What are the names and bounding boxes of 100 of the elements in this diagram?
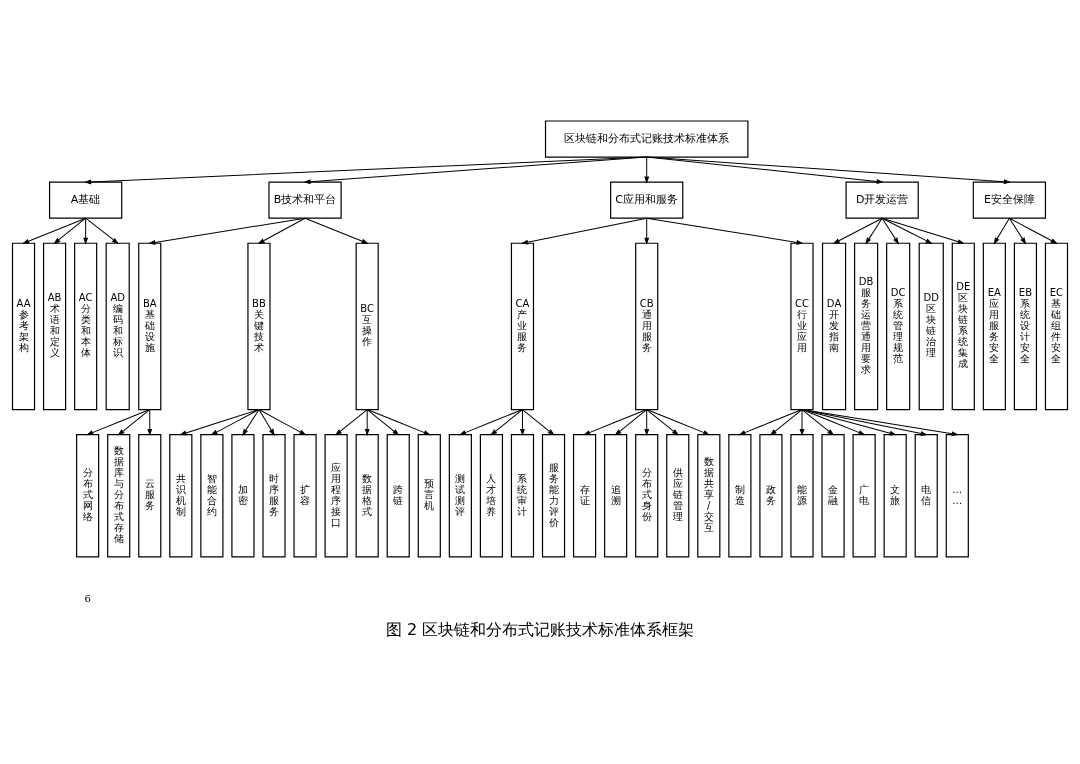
arrow (87, 408, 151, 435)
arrow (801, 408, 958, 436)
node-box: 智能合约 (200, 433, 224, 557)
arrow (833, 217, 883, 244)
node-box: 服务能力评价 (541, 433, 566, 557)
arrow (304, 217, 368, 244)
arrow (180, 408, 260, 435)
arrow (366, 408, 399, 435)
arrow (615, 408, 648, 435)
node-box: 数据共享/交互 (697, 433, 721, 557)
node-box: DE区块链系统集成 (951, 242, 975, 410)
arrow (770, 408, 803, 435)
arrow (54, 217, 87, 244)
node-box: 共识机制 (169, 433, 193, 557)
node-box: CC行业应用 (790, 242, 814, 410)
node-box: 系统审计 (510, 433, 535, 557)
node-box: DB服务运营通用要求 (854, 242, 879, 410)
node-box: 扩容 (293, 433, 317, 557)
node-box: 政务 (759, 433, 783, 557)
arrow (801, 408, 865, 435)
node-box: 数据格式 (355, 433, 379, 557)
node-box: 分布式网络 (76, 433, 100, 557)
arrow (801, 408, 834, 435)
arrow (366, 408, 430, 435)
node-box: BA基础设施 (138, 242, 162, 410)
arrow (993, 217, 1010, 244)
arrow (584, 408, 648, 435)
node-box: AB术语和定义 (42, 242, 67, 410)
arrow (490, 408, 523, 435)
node-box: 电信 (914, 433, 938, 557)
node-box: 时序服务 (262, 433, 286, 557)
node-box: AC分类和本体 (74, 242, 98, 410)
node-box: 广电 (852, 433, 876, 557)
node-box: 跨链 (386, 433, 410, 557)
arrow (521, 217, 648, 244)
arrow (83, 217, 88, 244)
arrow (646, 156, 883, 184)
node-box: 测试测评 (448, 433, 472, 557)
node-box: D开发运营 (845, 181, 919, 219)
arrow (881, 217, 964, 244)
node-box: 能源 (790, 433, 814, 557)
arrow (85, 156, 648, 184)
arrow (211, 408, 260, 435)
arrow (304, 156, 648, 184)
node-box: 制造 (728, 433, 752, 557)
arrow (799, 408, 805, 435)
node-box: 金融 (821, 433, 845, 557)
arrow (118, 408, 151, 435)
arrow (644, 156, 649, 183)
arrow (258, 217, 306, 244)
node-box: BC互操作 (355, 242, 379, 410)
arrow (1008, 217, 1026, 244)
node-box: AA参考架构 (11, 242, 36, 410)
node-box: CB通用服务 (635, 242, 659, 410)
arrow (149, 217, 306, 245)
arrow (258, 408, 275, 435)
arrow (646, 408, 679, 435)
node-box: CA产业服务 (510, 242, 535, 410)
arrow (520, 408, 525, 435)
arrow (23, 217, 87, 244)
node-box: 存证 (572, 433, 597, 557)
node-box: DA开发指南 (821, 242, 847, 410)
arrow (364, 408, 370, 435)
node-box: 文旅 (883, 433, 907, 557)
node-box: 加密 (231, 433, 255, 557)
arrow (1008, 217, 1057, 244)
node-box: EA应用服务安全 (982, 242, 1006, 410)
node-box: 数据库与分布式存储 (107, 433, 131, 557)
node-box: DD区块链治理 (918, 242, 944, 410)
label: 6 (84, 592, 91, 604)
arrow (801, 408, 927, 436)
node-box: 供应链管理 (666, 433, 690, 557)
arrow (646, 217, 803, 245)
node-box: 云服务 (138, 433, 162, 557)
arrow (881, 217, 932, 244)
arrow (459, 408, 523, 435)
arrow (147, 408, 152, 435)
node-box: EC基础组件安全 (1044, 242, 1069, 410)
arrow (865, 217, 883, 244)
arrow (646, 408, 710, 435)
node-box: 人才培养 (479, 433, 504, 557)
arrow (644, 217, 649, 244)
arrow (242, 408, 260, 435)
arrow (521, 408, 555, 435)
node-box: 预言机 (417, 433, 441, 557)
node-box: C应用和服务 (610, 181, 684, 219)
node-box: DC系统管理规范 (886, 242, 911, 410)
arrow (644, 408, 649, 435)
node-box: AD编码和标识 (105, 242, 130, 410)
arrow (646, 156, 1010, 184)
arrow (335, 408, 368, 435)
node-box: 分布式身份 (635, 433, 659, 557)
node-box: 区块链和分布式记账技术标准体系 (544, 119, 749, 158)
node-box: EB系统设计安全 (1013, 242, 1038, 410)
arrow (85, 217, 119, 244)
node-box: 应用程序接口 (324, 433, 348, 557)
arrow (881, 217, 899, 244)
caption: 图 2 区块链和分布式记账技术标准体系框架 (385, 619, 695, 639)
arrow (801, 408, 896, 435)
node-box: BB关键技术 (247, 242, 271, 410)
